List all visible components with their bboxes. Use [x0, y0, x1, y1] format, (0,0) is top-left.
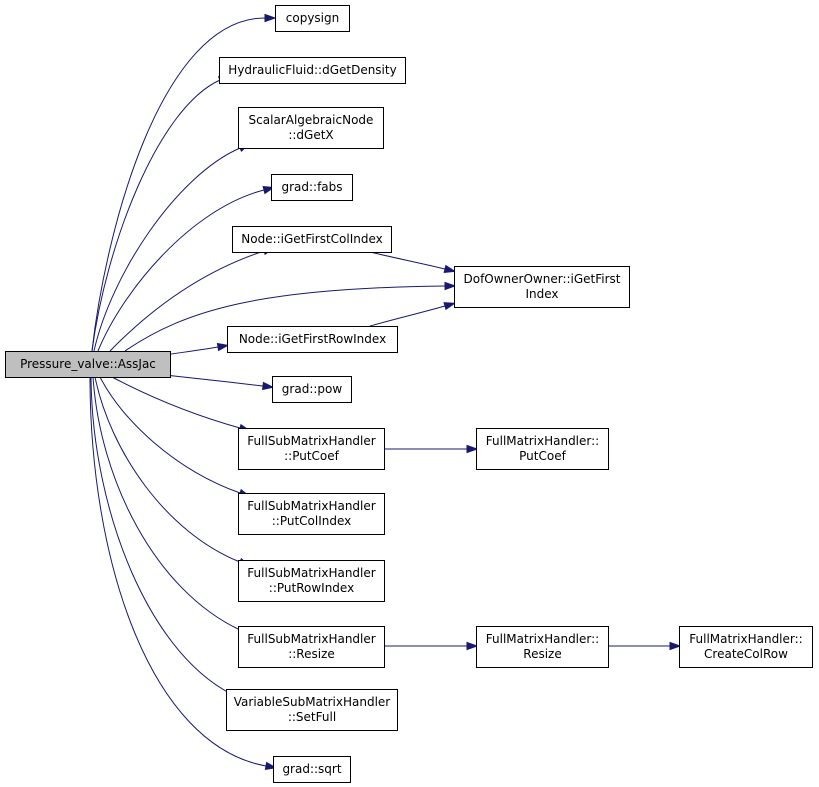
node-label-firstindex-1: Index — [525, 287, 558, 301]
node-root[interactable]: Pressure_valve::AssJac — [5, 351, 171, 378]
edge-root-to-copysign — [91, 17, 266, 352]
node-label-sqrt-0: grad::sqrt — [282, 762, 341, 776]
node-label-colindex-0: Node::iGetFirstColIndex — [241, 232, 382, 246]
edge-root-to-fabs — [97, 189, 265, 352]
node-box-resize[interactable] — [238, 626, 385, 668]
node-label-rowindex-0: Node::iGetFirstRowIndex — [239, 332, 386, 346]
node-label-fabs-0: grad::fabs — [281, 180, 342, 194]
edge-root-to-putcoef — [111, 376, 241, 429]
arrowhead-rowindex-to-firstindex — [443, 302, 457, 311]
edge-root-to-setfull — [90, 376, 241, 699]
node-box-fmh_putcoef[interactable] — [476, 428, 609, 470]
node-label-fmh_putcoef-0: FullMatrixHandler:: — [486, 434, 599, 448]
node-label-putcolindex-0: FullSubMatrixHandler — [247, 499, 375, 513]
node-putrowindex[interactable]: FullSubMatrixHandler::PutRowIndex — [238, 560, 385, 602]
node-label-setfull-0: VariableSubMatrixHandler — [234, 695, 391, 709]
node-resize[interactable]: FullSubMatrixHandler::Resize — [238, 626, 385, 668]
node-label-putcoef-0: FullSubMatrixHandler — [247, 434, 375, 448]
node-box-getx[interactable] — [238, 107, 384, 149]
node-box-density[interactable] — [219, 57, 406, 84]
node-label-putcolindex-1: ::PutColIndex — [272, 514, 352, 528]
edge-root-to-colindex — [109, 250, 265, 352]
node-box-putcolindex[interactable] — [238, 493, 385, 535]
node-box-rowindex[interactable] — [227, 326, 398, 353]
node-box-setfull[interactable] — [226, 689, 398, 731]
edge-root-to-pow — [164, 374, 264, 387]
node-copysign[interactable]: copysign — [275, 5, 350, 32]
node-label-putrowindex-0: FullSubMatrixHandler — [247, 566, 375, 580]
node-label-density-0: HydraulicFluid::dGetDensity — [228, 63, 396, 77]
node-box-sqrt[interactable] — [273, 756, 351, 783]
node-density[interactable]: HydraulicFluid::dGetDensity — [219, 57, 406, 84]
node-getx[interactable]: ScalarAlgebraicNode::dGetX — [238, 107, 384, 149]
edge-root-to-firstindex — [124, 285, 446, 352]
node-fmh_putcoef[interactable]: FullMatrixHandler::PutCoef — [476, 428, 609, 470]
node-layer: Pressure_valve::AssJac copysignHydraulicF… — [5, 5, 813, 783]
edge-root-to-sqrt — [89, 376, 267, 767]
node-box-root[interactable] — [5, 351, 171, 378]
node-rowindex[interactable]: Node::iGetFirstRowIndex — [227, 326, 398, 353]
edge-root-to-rowindex — [164, 346, 219, 356]
arrowhead-root-to-rowindex — [216, 342, 230, 352]
node-box-pow[interactable] — [272, 376, 352, 403]
node-createcolrow[interactable]: FullMatrixHandler::CreateColRow — [679, 626, 813, 668]
node-label-putrowindex-1: ::PutRowIndex — [269, 581, 354, 595]
arrowhead-putcoef-to-fmh_putcoef — [466, 444, 479, 454]
arrowhead-root-to-copysign — [264, 13, 277, 23]
node-putcoef[interactable]: FullSubMatrixHandler::PutCoef — [238, 428, 385, 470]
edge-root-to-density — [91, 79, 221, 352]
node-box-colindex[interactable] — [232, 226, 392, 253]
node-box-fmh_resize[interactable] — [476, 626, 609, 668]
node-label-copysign-0: copysign — [286, 11, 339, 25]
arrowhead-fmh_resize-to-createcolrow — [669, 641, 682, 651]
edge-root-to-resize — [92, 376, 241, 631]
node-sqrt[interactable]: grad::sqrt — [273, 756, 351, 783]
node-box-copysign[interactable] — [275, 5, 350, 32]
node-box-firstindex[interactable] — [454, 266, 630, 308]
node-pow[interactable]: grad::pow — [272, 376, 352, 403]
node-box-createcolrow[interactable] — [679, 626, 813, 668]
node-label-fmh_resize-1: Resize — [523, 647, 561, 661]
node-fabs[interactable]: grad::fabs — [271, 174, 353, 201]
node-label-resize-1: ::Resize — [288, 647, 335, 661]
node-setfull[interactable]: VariableSubMatrixHandler::SetFull — [226, 689, 398, 731]
node-putcolindex[interactable]: FullSubMatrixHandler::PutColIndex — [238, 493, 385, 535]
node-label-fmh_putcoef-1: PutCoef — [519, 449, 566, 463]
node-fmh_resize[interactable]: FullMatrixHandler::Resize — [476, 626, 609, 668]
arrowhead-root-to-firstindex — [444, 281, 457, 291]
node-label-firstindex-0: DofOwnerOwner::iGetFirst — [463, 272, 620, 286]
edge-colindex-to-firstindex — [369, 251, 446, 270]
node-box-putcoef[interactable] — [238, 428, 385, 470]
node-label-getx-1: ::dGetX — [288, 128, 333, 142]
node-label-putcoef-1: ::PutCoef — [284, 449, 340, 463]
edge-root-to-putcolindex — [99, 376, 241, 494]
node-label-root-0: Pressure_valve::AssJac — [20, 357, 156, 371]
edge-root-to-getx — [93, 147, 241, 352]
node-label-createcolrow-0: FullMatrixHandler:: — [689, 632, 802, 646]
node-label-fmh_resize-0: FullMatrixHandler:: — [486, 632, 599, 646]
node-box-putrowindex[interactable] — [238, 560, 385, 602]
node-colindex[interactable]: Node::iGetFirstColIndex — [232, 226, 392, 253]
node-label-pow-0: grad::pow — [282, 382, 343, 396]
node-label-setfull-1: ::SetFull — [288, 710, 336, 724]
node-label-resize-0: FullSubMatrixHandler — [247, 632, 375, 646]
node-label-createcolrow-1: CreateColRow — [704, 647, 788, 661]
edge-rowindex-to-firstindex — [369, 305, 446, 327]
edge-root-to-putrowindex — [94, 376, 241, 563]
arrowhead-colindex-to-firstindex — [443, 264, 457, 273]
arrowhead-root-to-pow — [261, 381, 275, 391]
arrowhead-resize-to-fmh_resize — [466, 641, 479, 651]
node-box-fabs[interactable] — [271, 174, 353, 201]
node-label-getx-0: ScalarAlgebraicNode — [249, 113, 374, 127]
